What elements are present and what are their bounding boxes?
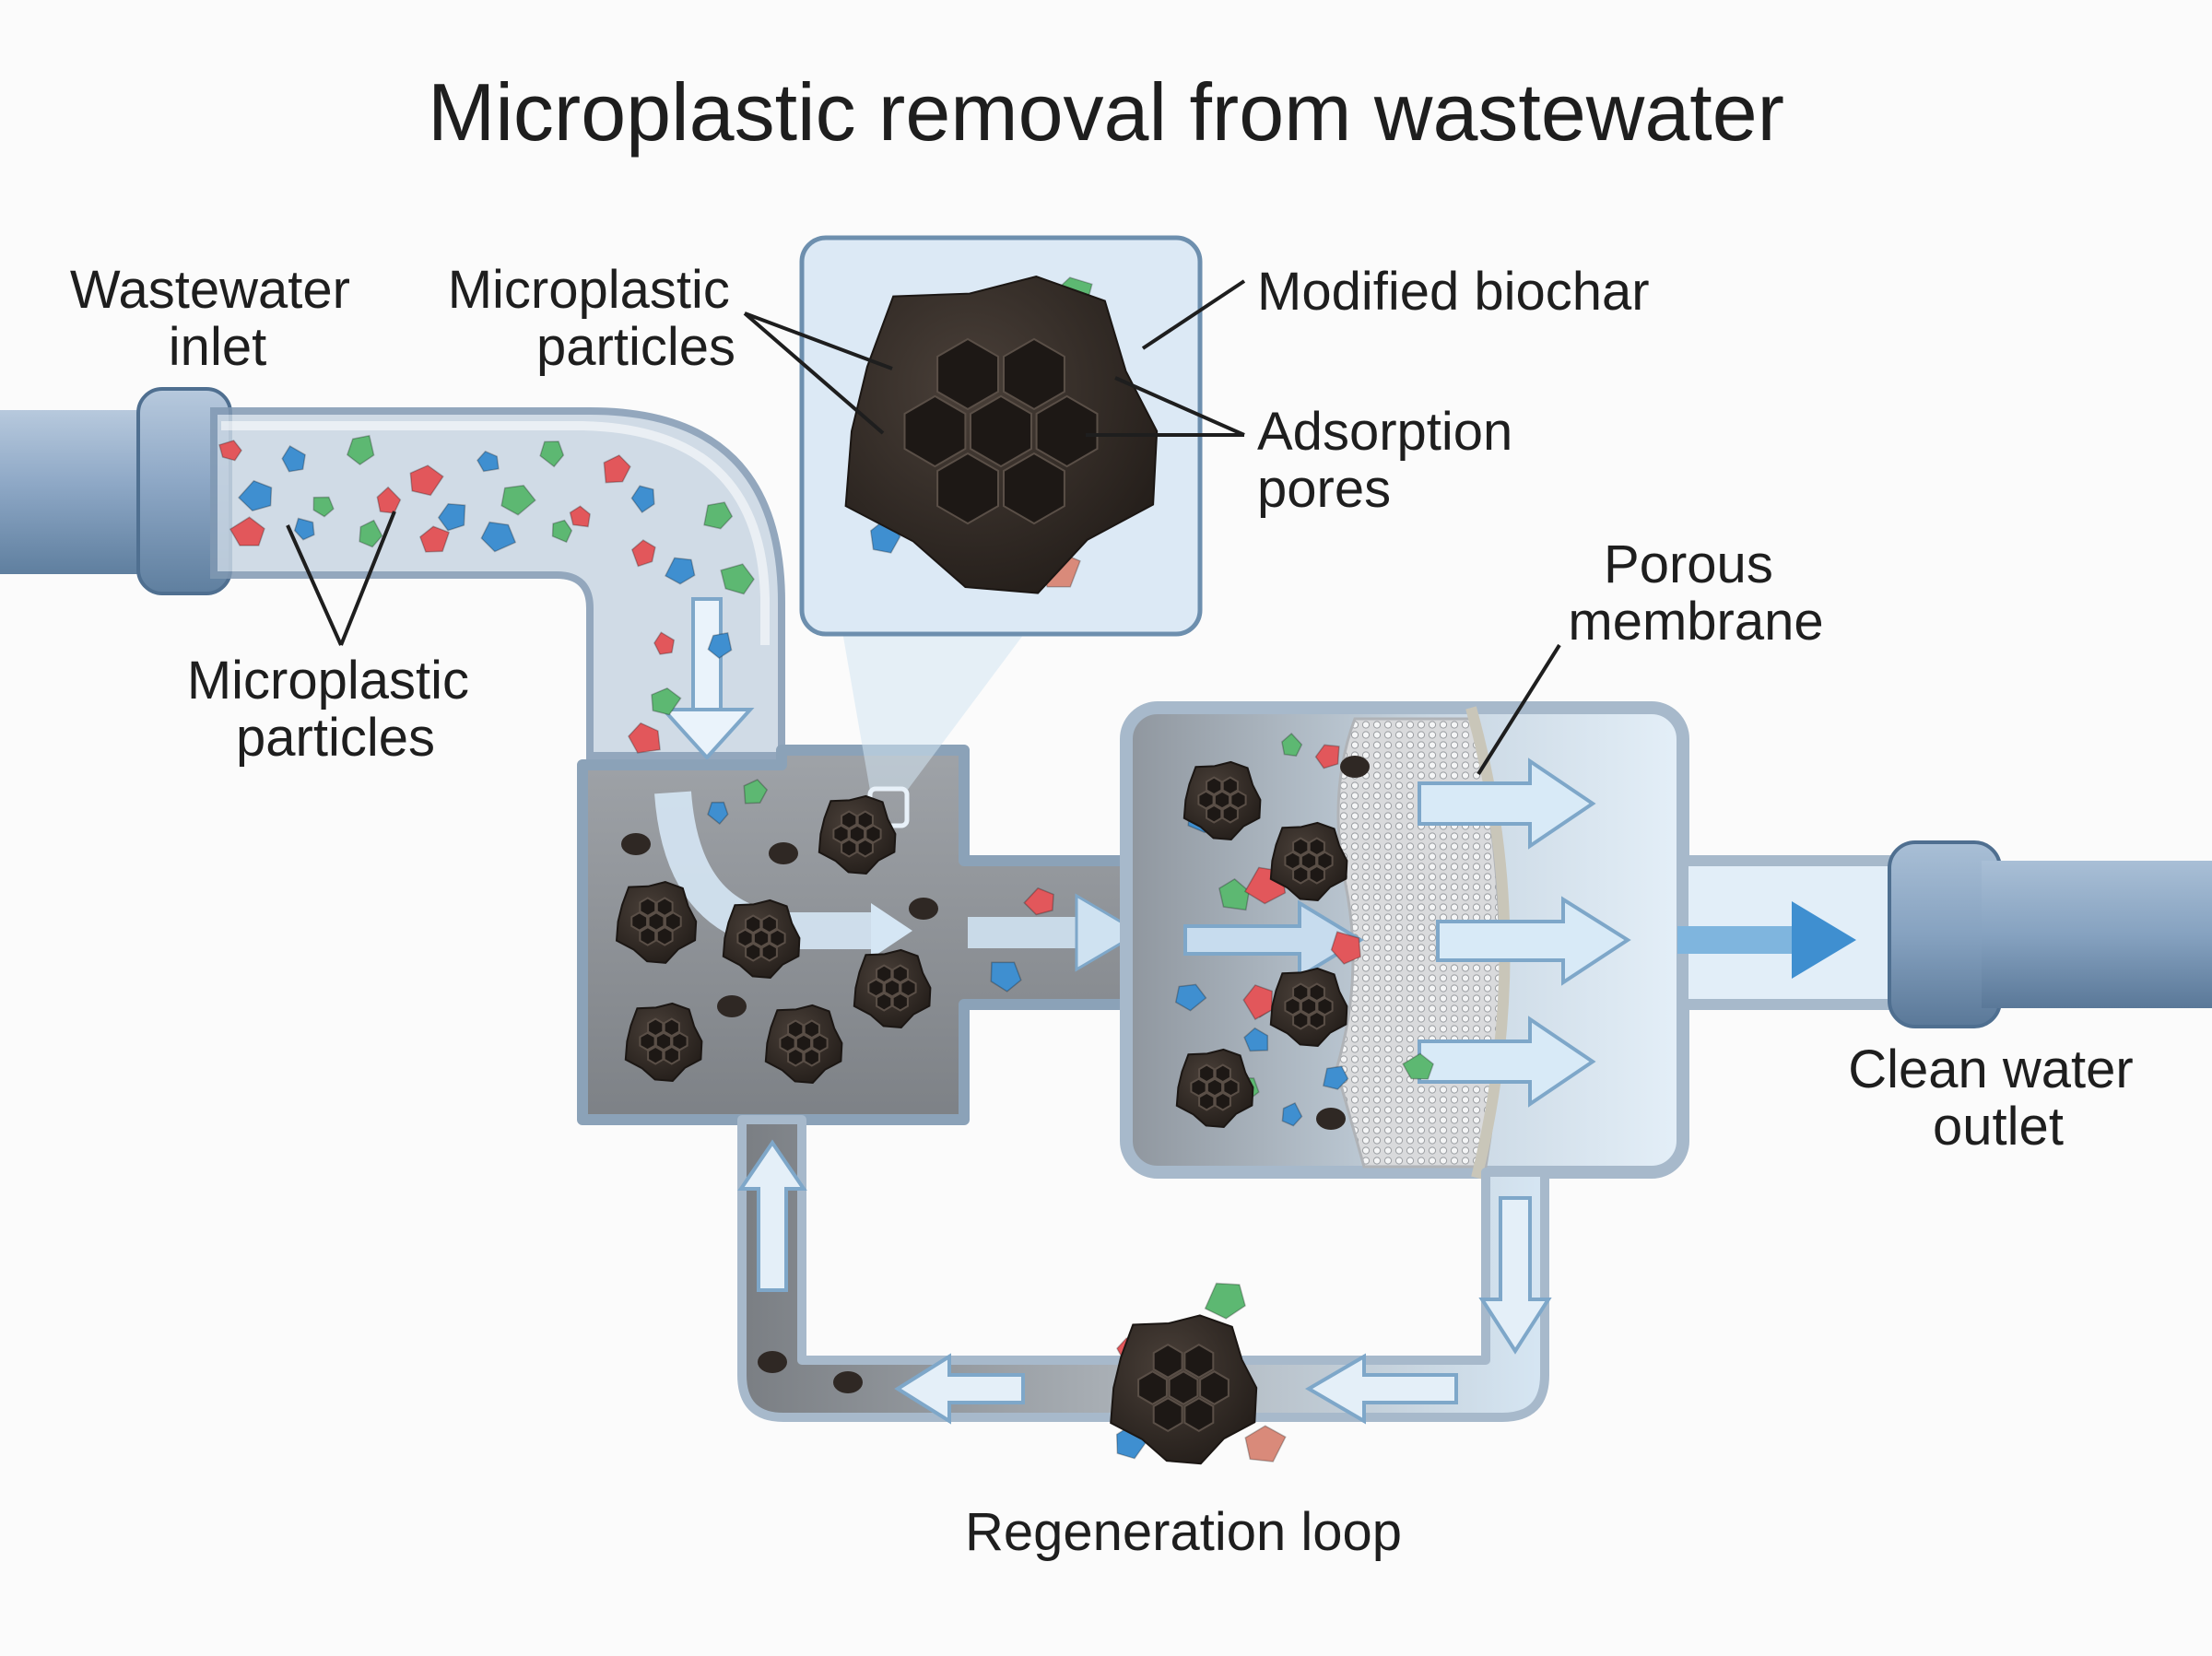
biochar-granule-icon [1182, 760, 1262, 841]
microplastic-fragment-icon [359, 519, 383, 548]
flow-arrow-icon [659, 597, 755, 760]
flow-arrow-icon [1183, 758, 1631, 1108]
outlet-pipe [1677, 840, 2212, 1028]
biochar-fragment-icon [769, 842, 798, 864]
biochar-fragment-icon [1316, 1108, 1346, 1130]
biochar-granule-icon [1175, 1048, 1254, 1129]
microplastic-fragment-icon [1330, 931, 1361, 965]
microplastic-fragment-icon [707, 801, 729, 826]
microplastic-fragment-icon [237, 479, 273, 512]
microplastic-fragment-icon [539, 440, 565, 468]
label-microplastic-particles-inset: Microplastic particles [448, 260, 745, 377]
biochar-granule-icon [853, 948, 932, 1029]
biochar-fragment-icon [909, 898, 938, 920]
microplastic-fragment-icon [630, 485, 655, 514]
biochar-granules-layer [615, 275, 1370, 1465]
microplastic-fragment-icon [1023, 887, 1054, 916]
microplastic-fragment-icon [1174, 983, 1207, 1012]
biochar-granule-icon [624, 1002, 703, 1083]
label-clean-water-outlet: Clean water outlet [1848, 1039, 2148, 1157]
microplastic-fragment-icon [1314, 744, 1340, 769]
microplastic-fragment-icon [229, 516, 265, 546]
microplastic-fragment-icon [1243, 1027, 1269, 1052]
microplastic-fragment-icon [603, 454, 631, 484]
microplastic-fragment-icon [1218, 877, 1251, 911]
microplastic-fragment-icon [703, 501, 734, 530]
microplastic-fragment-icon [281, 445, 306, 473]
label-regeneration-loop: Regeneration loop [965, 1502, 1402, 1562]
microplastic-fragment-icon [437, 502, 466, 532]
label-porous-membrane: Porous membrane [1568, 534, 1823, 652]
microplastic-fragment-icon [1281, 733, 1303, 758]
microplastic-fragment-icon [293, 517, 315, 541]
biochar-granule-icon [722, 898, 801, 980]
microplastic-fragment-icon [743, 779, 769, 805]
microplastic-fragment-icon [1402, 1052, 1435, 1080]
biochar-granule-icon [844, 275, 1159, 594]
microplastic-fragment-icon [630, 539, 656, 568]
biochar-granule-icon [1269, 821, 1348, 902]
microplastic-fragment-icon [1322, 1065, 1349, 1090]
microplastic-fragment-icon [664, 557, 696, 585]
biochar-granule-icon [615, 881, 698, 964]
microplastic-fragment-icon [551, 519, 573, 544]
microplastic-fragment-icon [312, 496, 335, 518]
microplastic-fragment-icon [990, 961, 1022, 992]
microplastic-fragment-icon [346, 434, 375, 465]
biochar-granule-icon [1269, 967, 1348, 1048]
flow-arrow-icon [1677, 901, 1856, 979]
microplastic-fragment-icon [418, 525, 451, 553]
microplastic-fragment-icon [1281, 1101, 1303, 1127]
microplastic-fragment-icon [720, 563, 755, 595]
biochar-granule-icon [764, 1004, 843, 1085]
biochar-fragment-icon [833, 1371, 863, 1393]
label-microplastic-particles-pipe: Microplastic particles [187, 651, 484, 768]
membrane-chamber [1120, 701, 1689, 1180]
page-title: Microplastic removal from wastewater [428, 66, 1784, 158]
label-adsorption-pores: Adsorption pores [1257, 402, 1527, 519]
microplastic-fragment-icon [376, 486, 402, 514]
flow-arrow-icon [737, 1139, 1552, 1425]
biochar-fragment-icon [717, 995, 747, 1017]
label-wastewater-inlet: Wastewater inlet [70, 260, 365, 377]
microplastic-fragment-icon [218, 440, 242, 462]
microplastic-fragment-icon [707, 631, 733, 659]
microplastic-fragment-icon [1242, 984, 1273, 1021]
microplastic-fragment-icon [480, 521, 517, 553]
biochar-fragment-icon [1340, 756, 1370, 778]
microplastic-fragment-icon [409, 464, 444, 497]
biochar-fragment-icon [758, 1351, 787, 1373]
biochar-fragment-icon [621, 833, 651, 855]
microplastic-fragment-icon [628, 722, 661, 754]
regeneration-loop [737, 1115, 1552, 1425]
microplastic-fragment-icon [653, 631, 676, 655]
biochar-granule-icon [1110, 1314, 1258, 1465]
label-modified-biochar: Modified biochar [1257, 262, 1650, 322]
leader-lines [286, 279, 1561, 776]
microplastic-fragment-icon [500, 484, 536, 516]
microplastic-fragment-icon [477, 450, 500, 473]
microplastic-fragment-icon [569, 505, 591, 528]
microplastic-fragment-icon [1204, 1282, 1246, 1320]
biochar-granule-icon [818, 794, 897, 875]
microplastic-fragment-icon [651, 687, 682, 716]
microplastic-fragment-icon [1244, 1425, 1287, 1462]
